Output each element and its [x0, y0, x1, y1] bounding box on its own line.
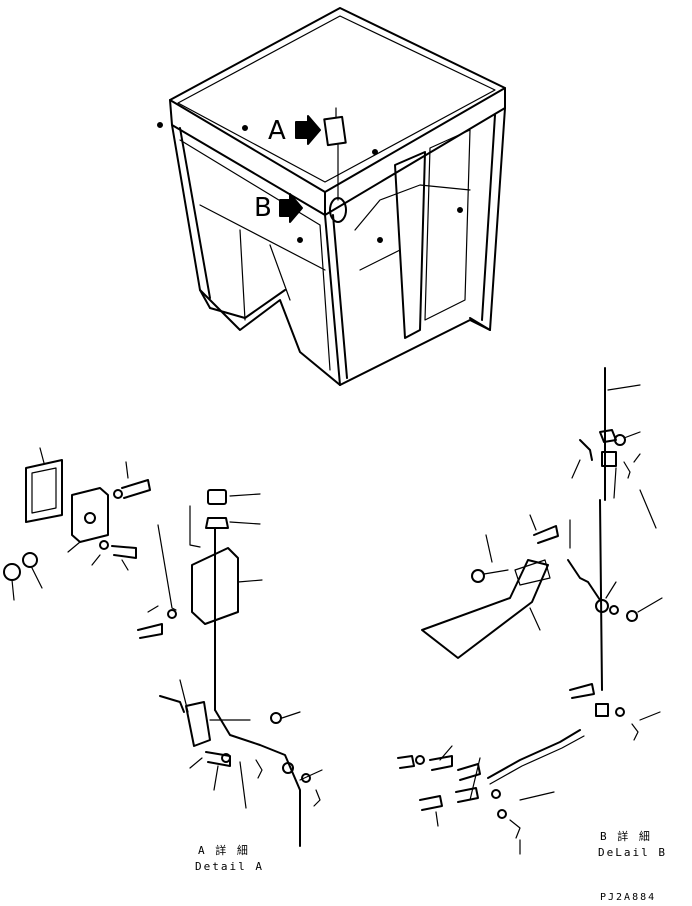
arrow-a-icon: [295, 115, 321, 145]
detail-a-japanese-label: A 詳 細: [198, 844, 250, 857]
drawing-code-label: PJ2A884: [600, 892, 657, 903]
detail-b-japanese-label: B 詳 細: [600, 830, 652, 843]
arrow-b-icon: [279, 193, 303, 223]
detail-a-english-label: Detail A: [195, 860, 264, 873]
detail-b-parts: [397, 367, 663, 855]
detail-a-parts: [3, 447, 323, 847]
callout-a-label: A: [268, 116, 286, 146]
callout-b-label: B: [254, 193, 272, 223]
cab-frame: [157, 7, 506, 386]
detail-b-english-label: DeLail B: [598, 846, 667, 859]
